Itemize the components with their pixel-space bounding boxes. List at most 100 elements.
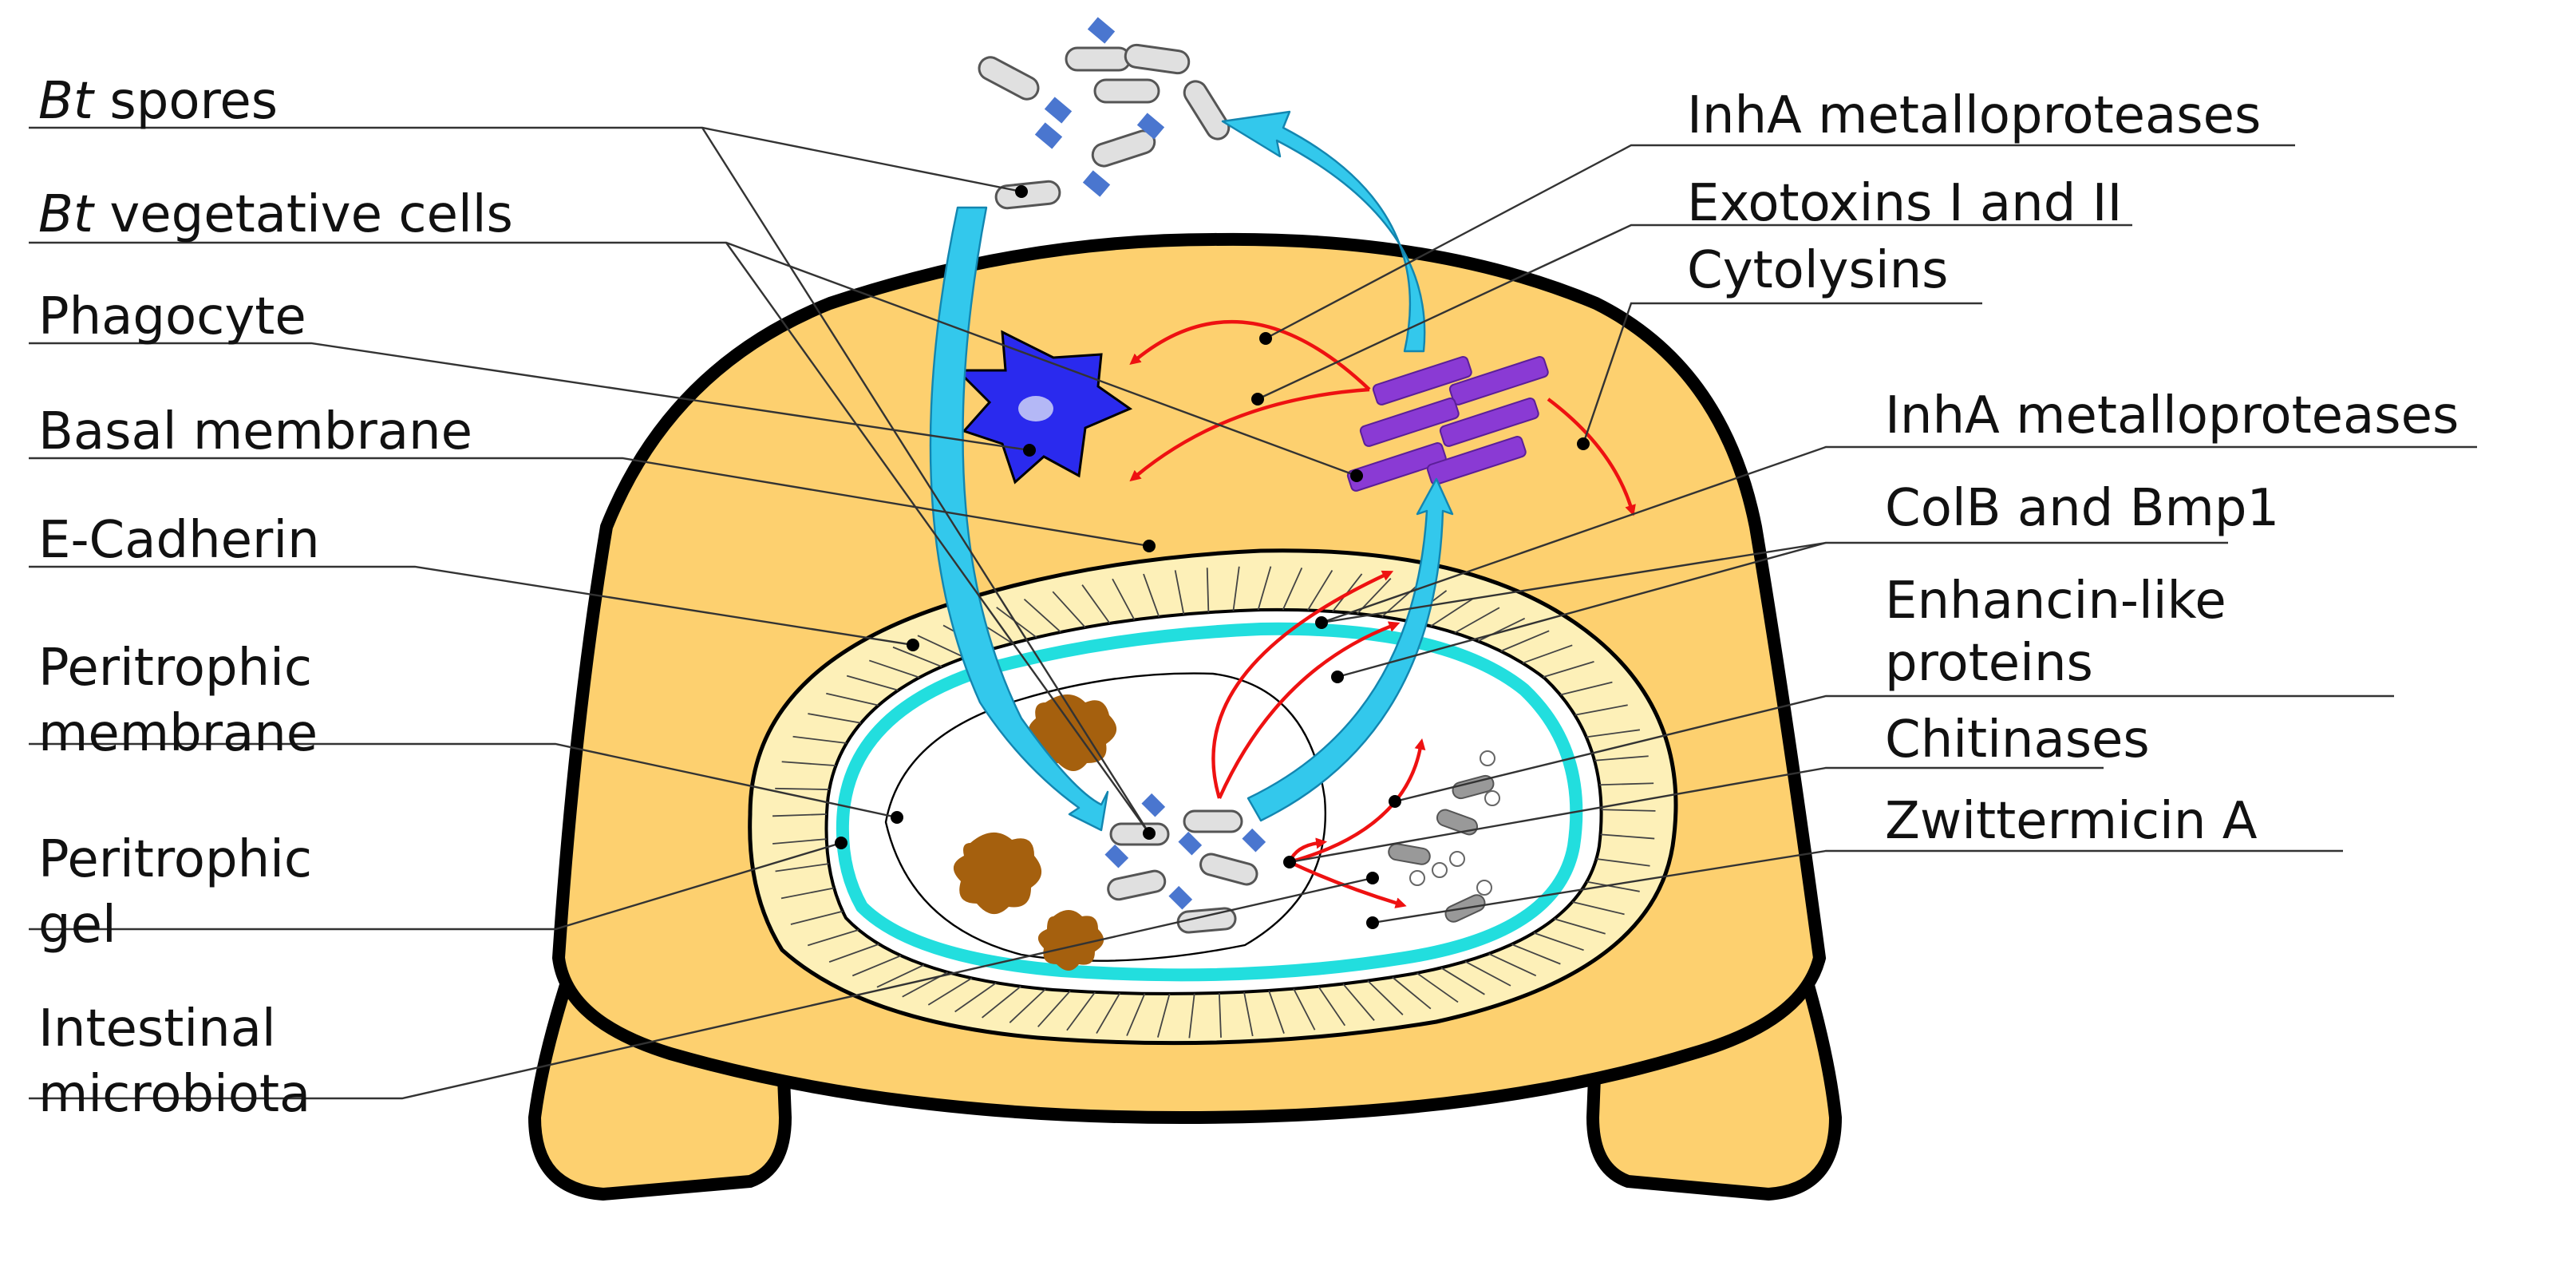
epithelial-cell-wall: [1488, 952, 1537, 977]
epithelial-cell-wall: [1543, 661, 1594, 678]
label-inha-metalloproteases-upper: InhA metalloproteases: [1687, 86, 2262, 145]
epithelial-cell-wall: [1257, 566, 1272, 611]
label-peritrophic-membrane-line1: Peritrophic: [38, 639, 313, 698]
epithelial-cell-wall: [1037, 990, 1071, 1027]
leader-lines: [29, 126, 2477, 1100]
bt-spore: [1183, 809, 1243, 833]
microbe-blob: [1028, 694, 1117, 771]
epithelial-cell-wall: [1554, 918, 1606, 935]
leader-inha-upper: [1265, 144, 2295, 340]
leader-dot: [1143, 540, 1156, 552]
leader-dot: [1143, 827, 1156, 840]
microbe-blob: [1037, 910, 1104, 971]
label-e-cadherin: E-Cadherin: [38, 511, 320, 570]
label-colb-bmp1: ColB and Bmp1: [1885, 479, 2280, 538]
epithelial-cell-wall: [1174, 570, 1185, 615]
epithelial-cell-wall: [807, 929, 859, 947]
leader-intestinal-microbiota: [29, 876, 1373, 1100]
action-arrow: [1217, 621, 1401, 799]
epithelial-cell-wall: [1572, 900, 1625, 916]
label-intestinal-microbiota-line1: Intestinal: [38, 999, 276, 1058]
leader-dot: [1023, 444, 1036, 457]
toxin-crystals: [1346, 355, 1549, 492]
action-arrow: [1129, 387, 1370, 482]
bt-spore: [1091, 129, 1156, 168]
epithelial-cell-wall: [1009, 988, 1046, 1023]
leader-dot: [1283, 856, 1296, 868]
leader-exotoxins: [1257, 224, 2132, 401]
leader-peritrophic-membrane: [29, 742, 898, 819]
epithelial-cell-wall: [1232, 566, 1240, 611]
epithelial-cell-wall: [1454, 607, 1500, 634]
bt-spore: [1065, 46, 1132, 72]
bt-vegetative-cell: [1087, 17, 1116, 44]
epithelial-cell-wall: [846, 675, 899, 691]
epithelial-cell-wall: [780, 887, 835, 900]
zwittermicin-particle: [1480, 750, 1495, 766]
leader-dot: [1366, 916, 1379, 929]
epithelial-cell-wall: [772, 813, 828, 817]
epithelial-cell-wall: [1392, 976, 1432, 1010]
epithelial-cell-wall: [1500, 630, 1550, 652]
phagocyte: [954, 330, 1133, 485]
bt-environment: [978, 17, 1231, 210]
bt-in-lumen: [1104, 793, 1266, 934]
leader-dot: [1315, 616, 1328, 629]
epithelial-cell-wall: [1464, 960, 1511, 987]
label-bt-vegetative-prefix: Bt: [38, 185, 93, 244]
epithelial-cell-wall: [1586, 880, 1640, 892]
leader-phagocyte: [29, 342, 1030, 452]
toxin-crystal: [1372, 355, 1472, 406]
toxin-crystal: [1359, 397, 1460, 447]
epithelial-cell-wall: [1367, 979, 1404, 1015]
leader-dot: [1015, 185, 1028, 198]
epithelial-cell-wall: [1081, 584, 1111, 624]
label-bt-spores-text: spores: [109, 72, 279, 131]
chitinase-rod: [1452, 774, 1495, 800]
epithelial-cell-wall: [826, 692, 879, 706]
transport-arrows: [929, 110, 1454, 832]
epithelial-cell-wall: [1318, 986, 1346, 1027]
intestinal-microbiota: [953, 694, 1117, 971]
epithelial-cell-wall: [1066, 991, 1096, 1031]
translocation-arrow: [1247, 477, 1454, 822]
peritrophic-membrane: [836, 622, 1583, 982]
leader-dots: [835, 185, 1590, 929]
label-peritrophic-membrane-line2: membrane: [38, 704, 318, 763]
leader-colb-lower: [1337, 541, 1827, 678]
epithelial-cell-wall: [982, 986, 1021, 1019]
epithelial-cell-wall: [1342, 983, 1375, 1021]
label-bt-vegetative-cells: Bt vegetative cells: [38, 182, 513, 247]
leader-basal-membrane: [29, 457, 1150, 548]
epithelial-cell-wall: [1188, 993, 1195, 1039]
leader-dot: [891, 811, 903, 824]
epithelial-cell-wall: [828, 943, 879, 963]
epithelial-cell-wall: [1594, 755, 1649, 762]
bt-vegetative-cell: [1034, 122, 1063, 149]
bt-vegetative-cell: [1141, 793, 1166, 817]
label-bt-spores: Bt spores: [38, 69, 278, 134]
leader-zwittermicin: [1372, 849, 2343, 924]
action-arrows: [1129, 319, 1636, 908]
leader-inha-lower: [1321, 445, 2477, 624]
label-bt-vegetative-text: vegetative cells: [109, 185, 513, 244]
epithelial-cell-wall: [1440, 967, 1485, 995]
toxin-crystal: [1346, 441, 1447, 492]
action-arrow: [1547, 398, 1636, 516]
leader-dot: [1389, 795, 1401, 808]
bt-spore: [1109, 822, 1170, 846]
epithelial-cell-wall: [775, 863, 829, 872]
epithelial-cell-wall: [1511, 944, 1561, 965]
label-peritrophic-gel-line2: gel: [38, 896, 117, 955]
epithelial-cell-wall: [781, 761, 836, 766]
bt-vegetative-cell: [1104, 844, 1129, 868]
epithelial-cell-wall: [772, 838, 827, 845]
bt-vegetative-cell: [1136, 113, 1165, 140]
bt-vegetative-cell: [1168, 885, 1193, 910]
zwittermicin-particle: [1432, 862, 1448, 878]
epithelial-cell-wall: [1218, 992, 1222, 1038]
epithelial-cell-wall: [1052, 591, 1086, 628]
epithelial-cell-wall: [1243, 991, 1254, 1037]
